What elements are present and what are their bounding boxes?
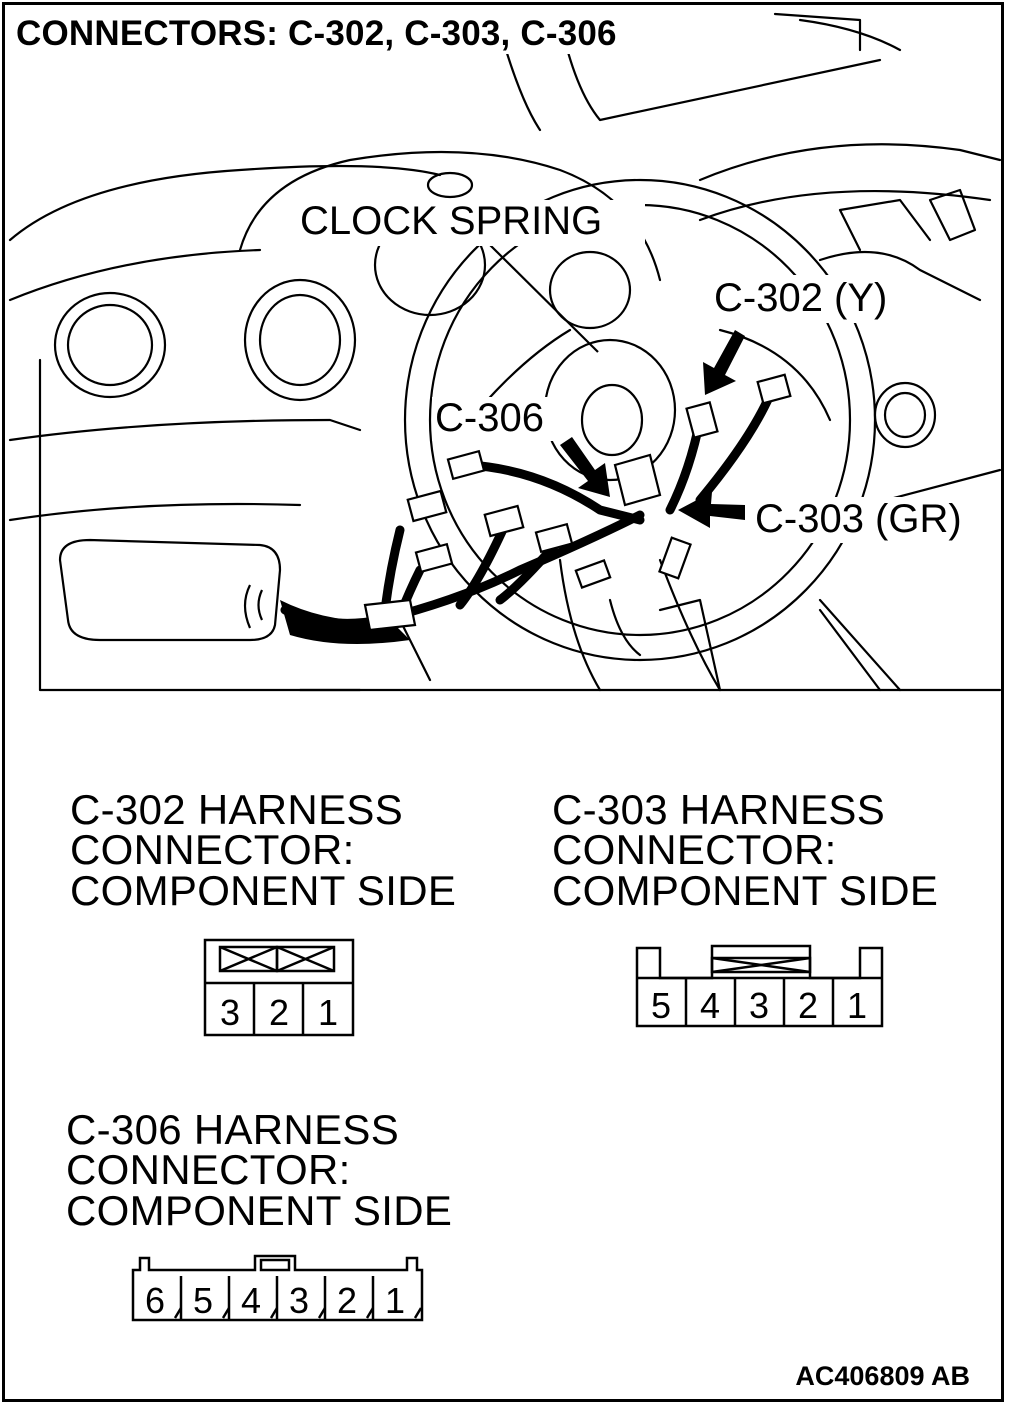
c302-connector-face: 3 2 1 [203, 938, 355, 1037]
c303-pin-3: 3 [749, 985, 769, 1026]
c302-label-line: C-302 HARNESS [70, 786, 404, 833]
c306-arrow-icon [560, 437, 610, 497]
c303-label-line: CONNECTOR: [552, 826, 837, 874]
c303-connector-face: 5 4 3 2 1 [635, 944, 884, 1028]
c306-label-line: CONNECTOR: [66, 1146, 351, 1194]
c302-label-line: COMPONENT SIDE [70, 866, 457, 914]
clock-spring-leader [489, 244, 599, 353]
clock-spring [543, 338, 677, 482]
clock-spring-label: CLOCK SPRING [300, 199, 602, 243]
c302-label: C-302 (Y) [714, 276, 887, 320]
c303-label-line: COMPONENT SIDE [552, 866, 939, 914]
c302-pin-1: 1 [318, 992, 338, 1033]
c303-pin-4: 4 [700, 985, 720, 1026]
dashboard-illustration: CLOCK SPRING C-302 (Y) C-306 C-303 (GR) [8, 12, 1002, 692]
harness-connectors [406, 373, 792, 589]
dash-top-curve [8, 164, 442, 242]
c306-connector-face: 6 5 4 3 2 1 [131, 1254, 424, 1322]
c306-pin-1: 1 [385, 1280, 405, 1321]
c302-label-line: CONNECTOR: [70, 826, 355, 874]
c306-pin-3: 3 [289, 1280, 309, 1321]
c302-pin-3: 3 [220, 992, 240, 1033]
figure-id: AC406809 AB [795, 1361, 970, 1391]
c303-section-label: C-303 HARNESS CONNECTOR: COMPONENT SIDE [552, 786, 939, 914]
wiring-harness [280, 390, 775, 628]
c303-arrow-icon [678, 492, 745, 528]
c306-label: C-306 [435, 396, 544, 440]
c303-label-line: C-303 HARNESS [552, 786, 886, 833]
c306-pin-5: 5 [193, 1280, 213, 1321]
c302-section-label: C-302 HARNESS CONNECTOR: COMPONENT SIDE [70, 786, 457, 914]
glovebox [58, 538, 282, 642]
c306-pin-6: 6 [145, 1280, 165, 1321]
c306-pin-2: 2 [337, 1280, 357, 1321]
c306-pin-4: 4 [241, 1280, 261, 1321]
c306-label-line: COMPONENT SIDE [66, 1186, 453, 1234]
c303-pin-1: 1 [847, 985, 867, 1026]
c303-pin-5: 5 [651, 985, 671, 1026]
page-title: CONNECTORS: C-302, C-303, C-306 [16, 14, 623, 55]
c302-pin-2: 2 [269, 992, 289, 1033]
right-vent [873, 381, 937, 449]
c302-arrow-icon [703, 330, 745, 395]
harness-sheath [280, 600, 410, 644]
c306-section-label: C-306 HARNESS CONNECTOR: COMPONENT SIDE [66, 1106, 453, 1234]
left-vent [53, 291, 167, 399]
c303-pin-2: 2 [798, 985, 818, 1026]
c303-label: C-303 (GR) [755, 497, 962, 541]
c306-label-line: C-306 HARNESS [66, 1106, 400, 1153]
